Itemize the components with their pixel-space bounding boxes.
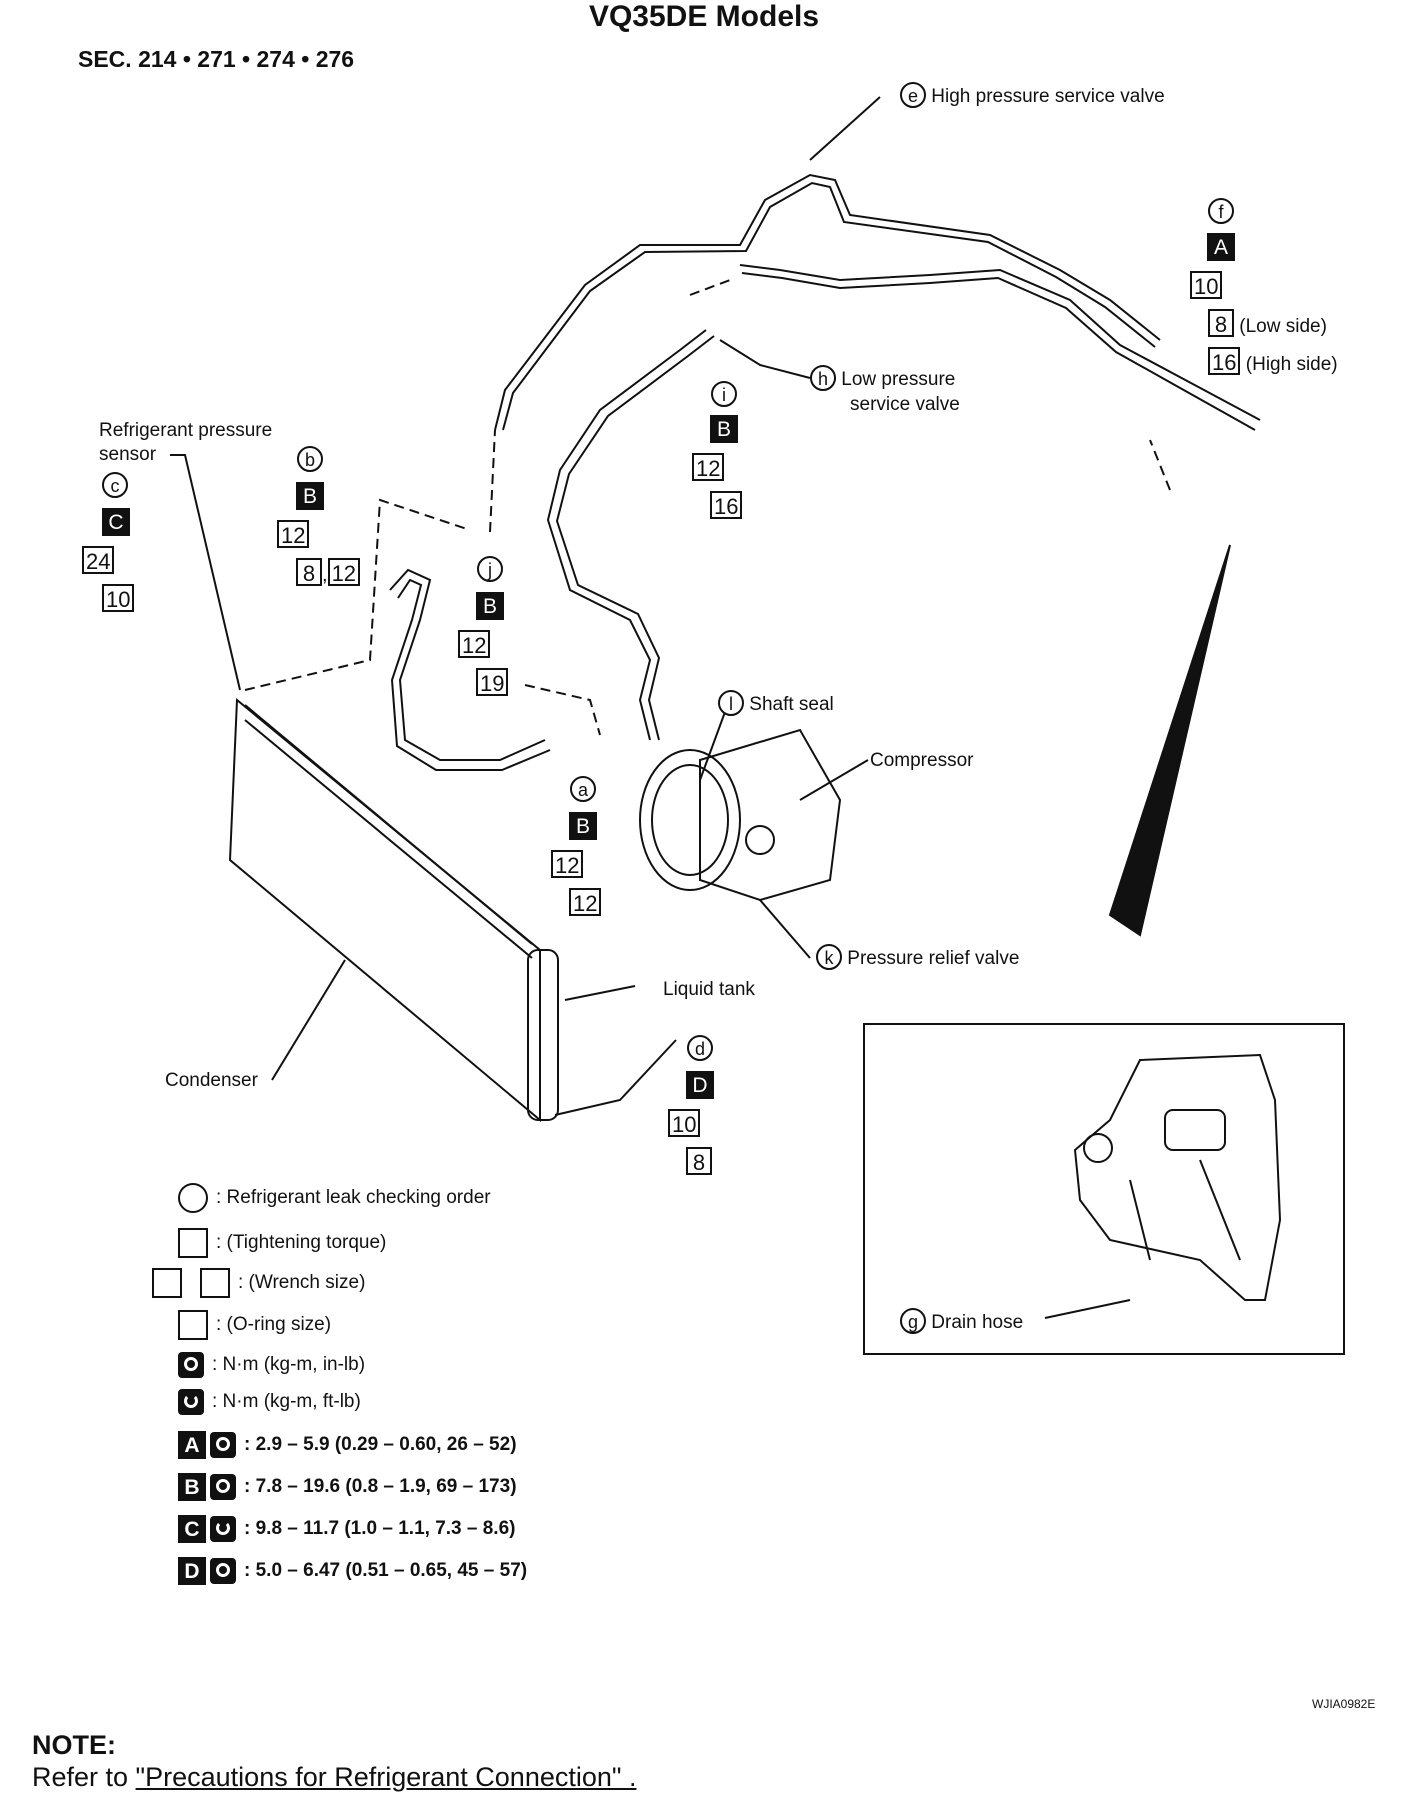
low-side-note: (Low side)	[1239, 316, 1327, 337]
page-title: VQ35DE Models	[588, 0, 820, 33]
suction-line-inner	[741, 272, 1256, 431]
wrench-size: 12	[692, 453, 725, 481]
section-numbers: SEC. 214 • 271 • 274 • 276	[78, 46, 355, 72]
leak-order-marker: k	[816, 944, 842, 970]
callout-k-label: Pressure relief valve	[847, 948, 1020, 969]
open-wrench-icon	[210, 1516, 236, 1542]
oring-size: 8	[1208, 309, 1234, 337]
compressor-body	[699, 728, 842, 902]
leak-order-marker: b	[297, 446, 323, 472]
legend-oring: : (O-ring size)	[178, 1310, 331, 1340]
note-prefix: Refer to	[32, 1762, 136, 1792]
torque-code: B	[569, 812, 597, 840]
oring-size: 8	[686, 1147, 712, 1175]
discharge-hose-inner	[390, 578, 551, 771]
pointer-arrow	[1108, 544, 1231, 937]
box-symbol	[152, 1268, 182, 1298]
wrench-size: 10	[668, 1109, 701, 1137]
inset-box	[863, 1023, 1345, 1355]
legend-nm-in: : N·m (kg-m, in-lb)	[178, 1352, 365, 1378]
oring-size: 16	[710, 491, 743, 519]
callout-k: k Pressure relief valve	[816, 944, 1019, 970]
torque-wrench-icon	[210, 1558, 236, 1584]
condenser-label: Condenser	[165, 1070, 258, 1091]
legend-torque: : (Tightening torque)	[178, 1228, 386, 1258]
sensor-label-2: sensor	[99, 444, 157, 465]
callout-f: f	[1208, 198, 1234, 224]
legend-spec-c: C : 9.8 – 11.7 (1.0 – 1.1, 7.3 – 8.6)	[178, 1515, 515, 1543]
torque-code: C	[102, 508, 130, 536]
leak-order-marker: j	[477, 556, 503, 582]
legend-nm-ft: : N·m (kg-m, ft-lb)	[178, 1389, 361, 1415]
leak-order-marker: i	[711, 381, 737, 407]
torque-code: A	[1207, 233, 1235, 261]
callout-h-label: Low pressure	[841, 369, 956, 390]
torque-wrench-icon	[210, 1432, 236, 1458]
open-wrench-icon	[178, 1389, 204, 1415]
discharge-hose	[389, 568, 546, 761]
leak-order-marker: f	[1208, 198, 1234, 224]
wrench-size: 12	[458, 630, 491, 658]
callout-h-label-2: service valve	[850, 394, 960, 415]
oring-size: 16	[1208, 347, 1241, 375]
oring-size: 10	[102, 584, 135, 612]
note-heading: NOTE:	[32, 1730, 116, 1760]
legend-spec-b: B : 7.8 – 19.6 (0.8 – 1.9, 69 – 173)	[178, 1473, 517, 1501]
wrench-size: 12	[551, 850, 584, 878]
torque-code: B	[476, 592, 504, 620]
oring-size: 12	[327, 558, 361, 586]
condenser-outline	[228, 697, 541, 1123]
box-symbol	[178, 1228, 208, 1258]
size-separator: ,	[322, 564, 328, 586]
compressor-label: Compressor	[870, 750, 974, 771]
high-side-note: (High side)	[1245, 354, 1338, 375]
wrench-size: 24	[82, 546, 115, 574]
low-pressure-pipe	[546, 329, 707, 741]
note-text: Refer to "Precautions for Refrigerant Co…	[32, 1762, 636, 1793]
compressor-pulley	[639, 749, 741, 891]
torque-code: D	[686, 1071, 714, 1099]
precautions-link[interactable]: "Precautions for Refrigerant Connection"…	[135, 1762, 637, 1792]
oring-size: 19	[476, 668, 509, 696]
legend-spec-d: D : 5.0 – 6.47 (0.51 – 0.65, 45 – 57)	[178, 1557, 527, 1585]
leak-order-marker: d	[687, 1035, 713, 1061]
callout-g: g Drain hose	[900, 1308, 1023, 1334]
leak-order-marker: h	[810, 365, 836, 391]
legend-leak-order: : Refrigerant leak checking order	[178, 1183, 491, 1213]
circle-symbol	[178, 1183, 208, 1213]
legend-spec-a: A : 2.9 – 5.9 (0.29 – 0.60, 26 – 52)	[178, 1431, 517, 1459]
high-pressure-pipe-inner	[502, 181, 1156, 431]
callout-l: l Shaft seal	[718, 690, 834, 716]
torque-wrench-icon	[178, 1352, 204, 1378]
leak-order-marker: c	[102, 472, 128, 498]
box-symbol	[178, 1310, 208, 1340]
torque-code: B	[710, 415, 738, 443]
torque-code: B	[296, 482, 324, 510]
leak-order-marker: l	[718, 690, 744, 716]
low-pressure-pipe-inner	[555, 335, 715, 741]
suction-line	[739, 264, 1261, 421]
oring-size: 8	[296, 558, 322, 586]
leak-order-marker: g	[900, 1308, 926, 1334]
figure-code: WJIA0982E	[1312, 1697, 1376, 1711]
liquid-tank-label: Liquid tank	[663, 979, 755, 1000]
torque-wrench-icon	[210, 1474, 236, 1500]
high-pressure-pipe	[494, 173, 1161, 431]
leak-order-marker: a	[570, 776, 596, 802]
sensor-label-1: Refrigerant pressure	[99, 420, 273, 441]
wrench-size: 12	[277, 520, 310, 548]
leak-order-marker: e	[900, 82, 926, 108]
callout-l-label: Shaft seal	[749, 694, 834, 715]
callout-g-label: Drain hose	[931, 1312, 1024, 1333]
legend-wrench: : (Wrench size)	[152, 1268, 365, 1298]
oring-size: 12	[569, 888, 602, 916]
box-symbol	[200, 1268, 230, 1298]
callout-h: h Low pressure	[810, 365, 955, 391]
callout-e: e High pressure service valve	[900, 82, 1165, 108]
wrench-size: 10	[1190, 271, 1223, 299]
callout-e-label: High pressure service valve	[931, 86, 1165, 107]
liquid-tank-shape	[527, 949, 559, 1121]
